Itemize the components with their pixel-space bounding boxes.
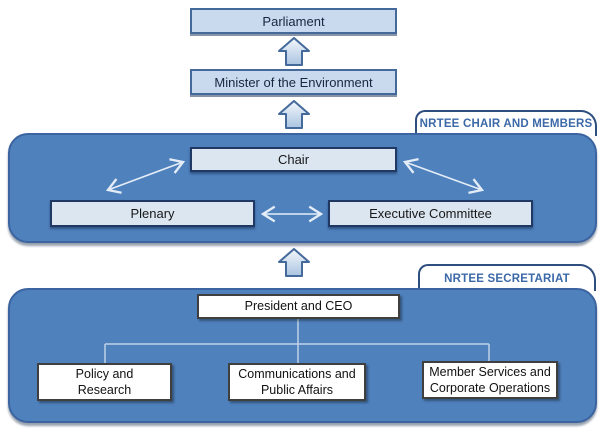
node-plenary: Plenary (50, 200, 255, 227)
double-arrow-icon (402, 157, 485, 195)
node-communications-public-affairs: Communications and Public Affairs (228, 363, 366, 401)
node-policy-research-line1: Policy and (75, 366, 134, 381)
up-arrow-icon (278, 100, 310, 129)
node-minister: Minister of the Environment (190, 69, 397, 95)
tab-secretariat-label: NRTEE SECRETARIAT (444, 272, 570, 285)
node-communications-line2: Public Affairs (260, 383, 333, 397)
node-president-ceo-label: President and CEO (244, 299, 353, 314)
panel-chair-and-members: Chair Plenary Executive Committee (8, 133, 597, 243)
up-arrow-icon (278, 37, 310, 66)
up-arrow-icon (278, 248, 310, 277)
node-policy-research-line2: Research (77, 383, 132, 397)
double-arrow-icon (105, 158, 186, 194)
connector-lines-layer (104, 318, 490, 363)
node-chair-label: Chair (277, 152, 310, 167)
panel-secretariat: President and CEO Policy and Research Co… (8, 288, 597, 423)
node-plenary-label: Plenary (130, 206, 175, 221)
node-minister-label: Minister of the Environment (214, 74, 373, 90)
node-member-services-line1: Member Services and (429, 364, 551, 379)
tab-secretariat: NRTEE SECRETARIAT (418, 264, 596, 291)
node-communications-line1: Communications and (238, 366, 356, 381)
node-chair: Chair (190, 147, 397, 172)
node-member-services-line2: Corporate Operations (429, 381, 551, 395)
node-executive-committee-label: Executive Committee (369, 206, 492, 221)
node-president-ceo: President and CEO (197, 294, 400, 319)
relationship-arrows-layer (105, 157, 485, 223)
tab-chair-and-members: NRTEE CHAIR AND MEMBERS (415, 110, 597, 136)
node-executive-committee: Executive Committee (328, 200, 533, 227)
node-policy-research: Policy and Research (37, 363, 172, 401)
node-member-services-corporate-operations: Member Services and Corporate Operations (422, 361, 558, 399)
node-parliament-label: Parliament (262, 13, 325, 29)
tab-chair-and-members-label: NRTEE CHAIR AND MEMBERS (419, 118, 593, 130)
node-parliament: Parliament (190, 8, 397, 34)
